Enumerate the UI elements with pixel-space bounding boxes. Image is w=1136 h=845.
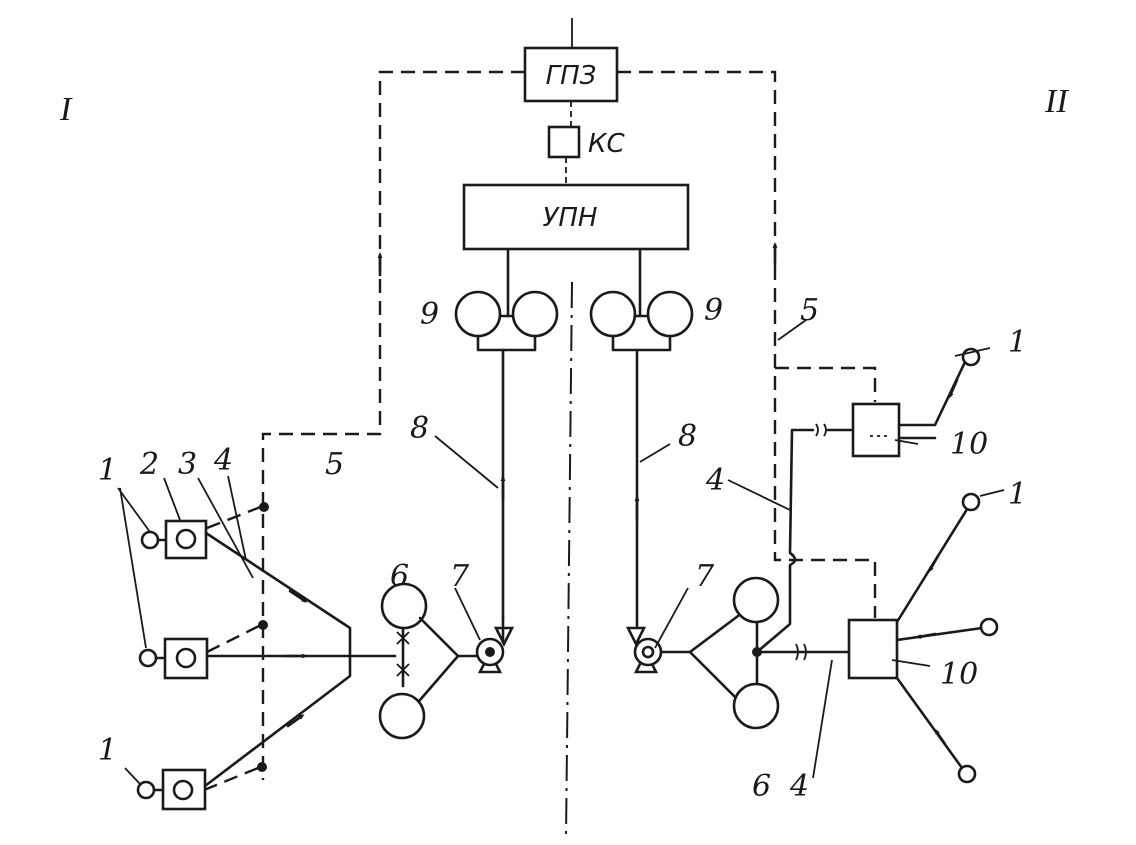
pump-left	[475, 615, 515, 674]
label-oil-8-left: 8	[410, 411, 429, 446]
well-group-left	[136, 519, 209, 811]
gas-tap-3	[203, 764, 264, 792]
gas-line-right	[617, 70, 877, 618]
upn-block: УПН	[462, 183, 690, 251]
label-line-3: 3	[178, 447, 197, 482]
gas-line-left	[261, 70, 525, 780]
gas-junction-3	[257, 762, 267, 772]
ks-block: КС	[547, 125, 625, 159]
label-separator-6-left: 6	[390, 559, 409, 594]
label-pump-7-right: 7	[695, 559, 715, 594]
leader-lines	[117, 319, 1005, 785]
label-meter-2: 2	[139, 447, 159, 482]
label-gas-5-left: 5	[325, 447, 344, 482]
pump-right	[625, 626, 692, 674]
label-well-1a: 1	[98, 453, 117, 488]
collector-left	[203, 531, 352, 788]
label-pump-7-left: 7	[450, 559, 470, 594]
gpz-label: ГПЗ	[546, 61, 597, 91]
gpz-block: ГПЗ	[523, 46, 619, 103]
center-divider-line	[565, 281, 573, 839]
label-well-1-right-lower: 1	[1008, 477, 1027, 512]
flow-arrow-1	[288, 589, 308, 603]
label-separator-6-right: 6	[752, 769, 771, 804]
zone-label-right: II	[1044, 83, 1069, 120]
label-unit-10-lower: 10	[940, 657, 978, 692]
label-tank-9-left: 9	[420, 297, 439, 332]
tank-group-right	[589, 248, 694, 628]
label-gas-5-right: 5	[800, 293, 819, 328]
upn-label: УПН	[543, 203, 598, 233]
label-well-1-right-upper: 1	[1008, 325, 1027, 360]
ks-label: КС	[588, 129, 625, 159]
gas-line-right-branch	[775, 366, 877, 402]
label-tank-9-right: 9	[704, 293, 723, 328]
gas-tap-2	[206, 622, 264, 654]
zone-label-left: I	[59, 91, 73, 128]
tank-group-left	[454, 248, 559, 620]
label-well-1b: 1	[98, 733, 117, 768]
separator-group-right	[688, 423, 855, 730]
gas-tap-1	[206, 504, 264, 530]
gas-junction-1	[259, 502, 269, 512]
gas-junction-2	[258, 620, 268, 630]
label-line-4-right-upper: 4	[705, 463, 725, 498]
separator-group-left	[378, 582, 480, 740]
label-line-4-right-lower: 4	[789, 769, 809, 804]
label-unit-10-upper: 10	[950, 427, 988, 462]
label-oil-8-right: 8	[678, 419, 697, 454]
flow-arrow-3	[286, 714, 305, 728]
label-line-4-left: 4	[213, 443, 233, 478]
group-unit-lower	[847, 492, 999, 784]
group-unit-upper	[851, 347, 981, 458]
